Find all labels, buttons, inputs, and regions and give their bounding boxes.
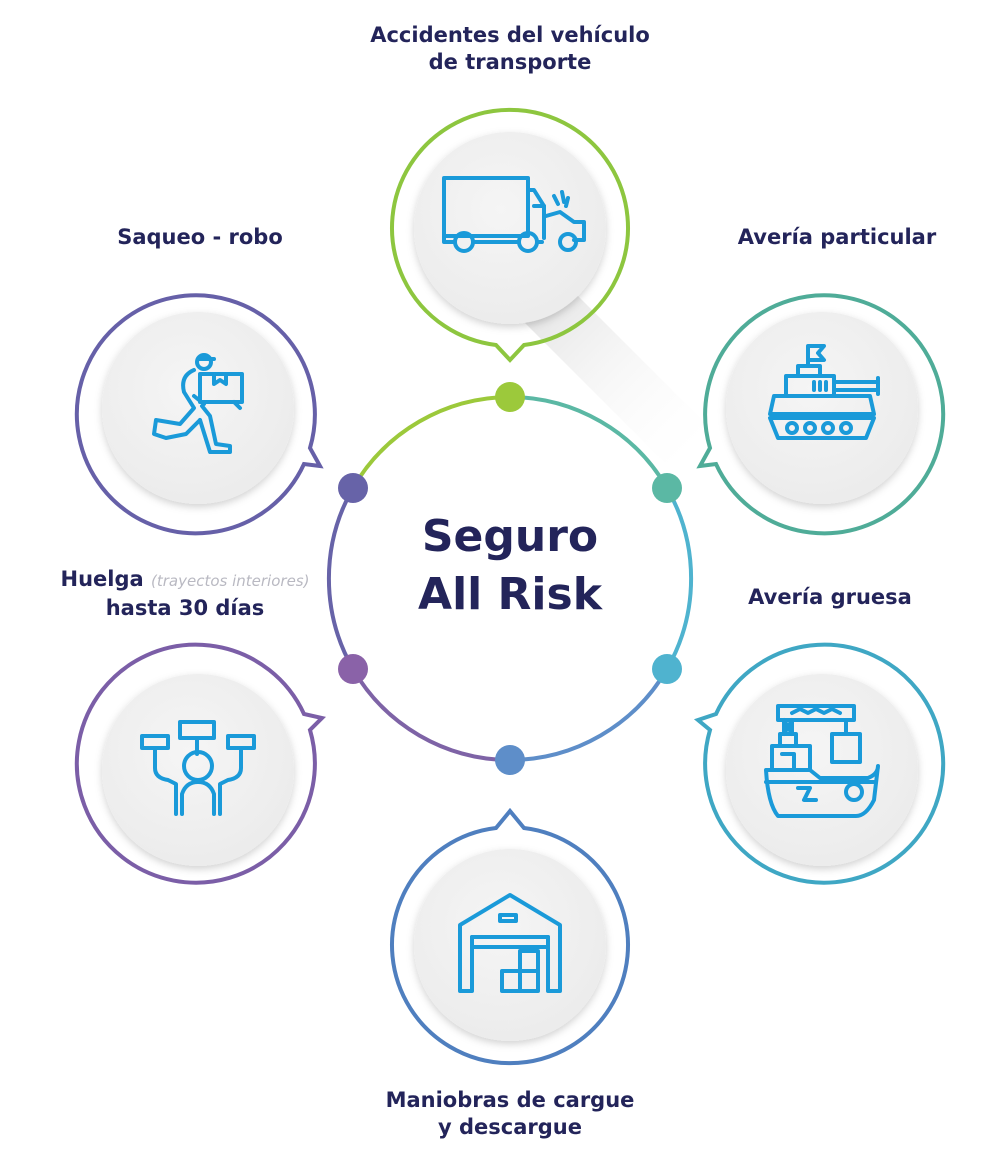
label-top-line1: Accidentes del vehículo — [370, 23, 650, 47]
label-lower-left: Huelga (trayectos interiores) hasta 30 d… — [30, 566, 340, 622]
label-upper-left-line1: Saqueo - robo — [117, 225, 283, 249]
center-title: Seguro All Risk — [360, 508, 660, 624]
bubble-disk-lower-left — [102, 674, 294, 866]
bubble-disk-upper-right — [726, 312, 918, 504]
truck-crash-icon — [442, 176, 586, 253]
label-bottom: Maniobras de cargue y descargue — [350, 1087, 670, 1141]
central-ring-dots — [338, 382, 682, 775]
warehouse-icon — [458, 893, 562, 993]
bubble-bottom — [390, 807, 630, 1066]
bubble-upper-left — [74, 293, 324, 536]
bubble-outline-lower-right — [693, 642, 946, 885]
center-title-line1: Seguro — [421, 511, 599, 562]
dot-upper-right — [652, 473, 682, 503]
dot-bottom — [495, 745, 525, 775]
bubble-outline-top — [390, 107, 630, 363]
protest-icon — [140, 720, 256, 816]
label-bottom-line2: y descargue — [438, 1115, 582, 1139]
dot-lower-left — [338, 654, 368, 684]
label-lower-right-line1: Avería gruesa — [748, 585, 912, 609]
damaged-ship-icon — [764, 704, 880, 818]
thief-running-icon — [152, 353, 244, 454]
central-ring — [326, 395, 694, 762]
label-upper-right-line1: Avería particular — [737, 225, 937, 249]
label-lower-left-line2: hasta 30 días — [105, 596, 265, 620]
bubble-disk-lower-right — [726, 674, 918, 866]
label-bottom-line1: Maniobras de cargue — [385, 1088, 635, 1112]
label-upper-right: Avería particular — [692, 224, 982, 251]
label-upper-left: Saqueo - robo — [80, 224, 320, 251]
bubble-lower-left — [74, 642, 326, 885]
tank-icon — [768, 344, 880, 440]
bubble-top — [390, 107, 706, 464]
dot-top — [495, 382, 525, 412]
dot-upper-left — [338, 473, 368, 503]
bubble-lower-right — [693, 642, 946, 885]
label-lower-right: Avería gruesa — [700, 584, 960, 611]
label-top-line2: de transporte — [428, 50, 592, 74]
bubble-upper-right — [696, 293, 946, 536]
center-title-line2: All Risk — [418, 569, 602, 620]
bubble-outline-lower-left — [74, 642, 326, 885]
bubble-outline-upper-left — [74, 293, 324, 536]
label-top: Accidentes del vehículo de transporte — [330, 22, 690, 76]
bubble-outline-upper-right — [696, 293, 946, 536]
label-lower-left-sub: (trayectos interiores) — [151, 572, 310, 590]
label-lower-left-line1: Huelga — [60, 567, 144, 591]
bubble-outline-bottom — [390, 807, 630, 1066]
dot-lower-right — [652, 654, 682, 684]
bubble-disk-upper-left — [102, 312, 294, 504]
